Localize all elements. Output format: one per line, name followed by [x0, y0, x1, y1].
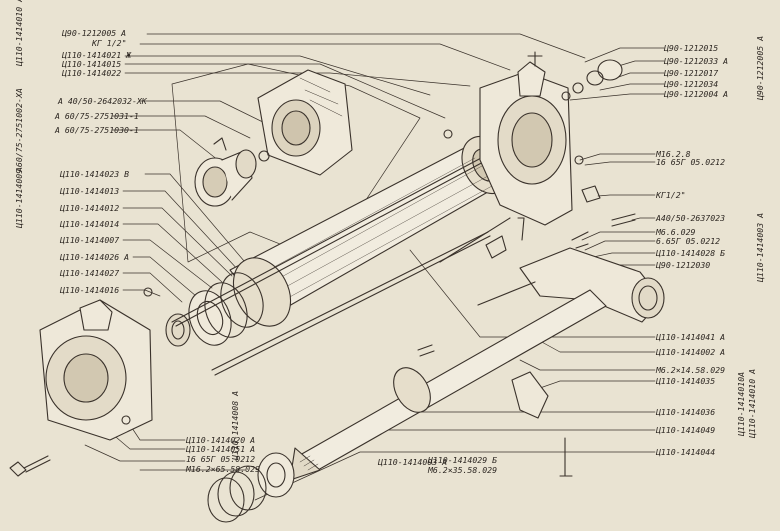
bottom-washers: [207, 452, 295, 523]
label-m6: Ц110-1414026 А: [60, 252, 130, 262]
mounting-bolt: [9, 455, 51, 477]
vlabel-6: Ц110-1414008 А: [230, 390, 240, 460]
label-m2: Ц110-1414013: [60, 186, 120, 196]
leader-lines: [84, 33, 665, 501]
vlabel-1: Ц110-1414010 А: [14, 0, 24, 66]
label-m1: Ц110-1414023 В: [60, 169, 130, 179]
label-r12: Ц110-1414028 Б: [656, 248, 726, 258]
label-b5: Ц110-1414003 А: [378, 457, 448, 467]
label-c3: М6.2×14.58.029: [656, 365, 726, 375]
label-t1: Ц90-1212005 А: [62, 28, 127, 38]
upper-left-fittings: [194, 137, 270, 207]
label-r9: А40/50-2637023: [656, 213, 726, 223]
label-c7: Ц110-1414044: [656, 447, 716, 457]
upper-left-housing: [257, 69, 353, 176]
vlabel-8: Ц110-1414010 А: [747, 368, 757, 438]
tie-rods: [171, 147, 511, 376]
label-r4: Ц90-1212034: [664, 79, 719, 89]
label-r6: М16.2.8: [656, 149, 691, 159]
label-r2: Ц90-1212033 А: [664, 56, 729, 66]
label-m8: Ц110-1414016: [60, 285, 120, 295]
group-frame: [171, 63, 421, 263]
right-fittings: [485, 59, 636, 259]
vlabel-4: Ц90-1212005 А: [755, 35, 765, 100]
label-r7: 16 65Г 05.0212: [656, 157, 726, 167]
label-r10: М6.6.029: [656, 227, 696, 237]
label-r13: Ц90-1212030: [656, 260, 711, 270]
outlet-elbow: [477, 247, 665, 323]
label-c1: Ц110-1414041 А: [656, 332, 726, 342]
label-c4: Ц110-1414035: [656, 376, 716, 386]
label-b7: М6.2×35.58.029: [428, 465, 498, 475]
label-t2: КГ 1/2": [92, 38, 127, 48]
right-end-housing: [443, 51, 573, 226]
label-a3: А 60/75-2751030-1: [55, 125, 139, 135]
label-c6: Ц110-1414049: [656, 425, 716, 435]
label-m4: Ц110-1414014: [60, 219, 120, 229]
label-m7: Ц110-1414027: [60, 268, 120, 278]
label-r3: Ц90-1212017: [664, 68, 719, 78]
vlabel-7: Ц110-1414010А: [736, 371, 746, 436]
label-c2: Ц110-1414002 А: [656, 347, 726, 357]
label-b1: Ц110-1414020 А: [186, 435, 256, 445]
label-r1: Ц90-1212015: [664, 43, 719, 53]
label-b3: 16 65Г 05.0212: [186, 454, 256, 464]
label-t5: Ц110-1414022: [62, 68, 122, 78]
lower-left-housing: [39, 299, 153, 441]
vlabel-3: Ц110-1414009: [14, 168, 24, 228]
piston-rod: [289, 289, 607, 481]
main-cylinder: [229, 136, 511, 327]
label-a1: А 40/50-2642032-ХК: [58, 96, 147, 106]
label-r8: КГ1/2": [656, 190, 686, 200]
label-c5: Ц110-1414036: [656, 407, 716, 417]
label-t3: Ц110-1414021 Ж: [62, 50, 132, 60]
label-b6: Ц110-1414029 Б: [428, 455, 498, 465]
label-t4: Ц110-1414015: [62, 59, 122, 69]
label-m3: Ц110-1414012: [60, 203, 120, 213]
vlabel-2: А60/75-2751002-ХА: [14, 88, 24, 172]
label-r5: Ц90-1212004 А: [664, 89, 729, 99]
vlabel-5: Ц110-1414003 А: [755, 212, 765, 282]
label-r11: 6.65Г 05.0212: [656, 236, 721, 246]
label-b2: Ц110-1414051 А: [186, 444, 256, 454]
label-m5: Ц110-1414007: [60, 235, 120, 245]
label-a2: А 60/75-2751031-1: [55, 111, 139, 121]
label-b4: М16.2×65.58.029: [186, 464, 260, 474]
rod-clamp: [511, 371, 573, 477]
